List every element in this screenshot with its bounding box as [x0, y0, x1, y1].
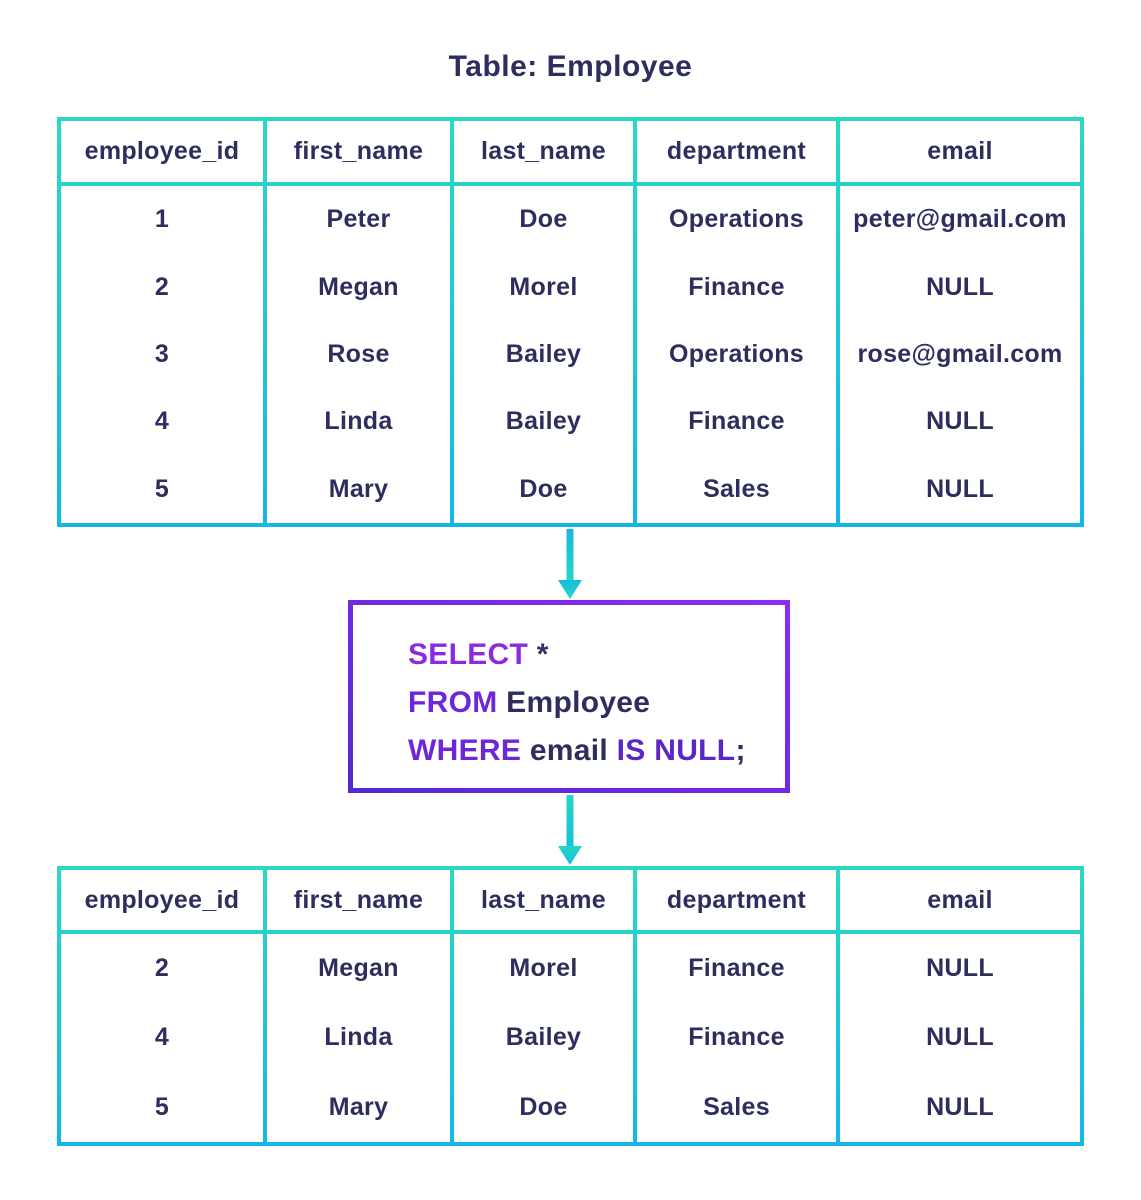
table-cell: 1 — [61, 186, 263, 254]
table-cell: 2 — [61, 934, 263, 1004]
header-cell: employee_id — [61, 870, 263, 930]
table-cell: Finance — [637, 388, 836, 456]
table-cell: Finance — [637, 934, 836, 1004]
table-cell: NULL — [840, 1072, 1080, 1142]
table-cell: NULL — [840, 934, 1080, 1004]
table-cell: Doe — [454, 1072, 633, 1142]
table-cell: Morel — [454, 253, 633, 321]
header-cell: first_name — [267, 121, 450, 182]
table-cell: rose@gmail.com — [840, 320, 1080, 389]
header-cell: department — [637, 870, 836, 930]
table-cell: 4 — [61, 1003, 263, 1073]
table-cell: Rose — [267, 320, 450, 389]
sql-line: WHERE email IS NULL; — [408, 727, 785, 775]
sql-token: WHERE — [408, 734, 530, 767]
table-cell: 5 — [61, 1072, 263, 1142]
header-cell: last_name — [454, 121, 633, 182]
table-cell: Megan — [267, 253, 450, 321]
table-cell: Operations — [637, 320, 836, 389]
header-cell: first_name — [267, 870, 450, 930]
sql-token: FROM — [408, 686, 507, 719]
table-cell: Bailey — [454, 1003, 633, 1073]
down-arrow-icon — [558, 795, 582, 865]
header-cell: email — [840, 870, 1080, 930]
table-cell: NULL — [840, 455, 1080, 523]
table-cell: Morel — [454, 934, 633, 1004]
sql-token: Employee — [506, 686, 651, 719]
sql-token: SELECT — [408, 638, 537, 671]
table-cell: 4 — [61, 388, 263, 456]
table-cell: Megan — [267, 934, 450, 1004]
sql-token: * — [536, 638, 549, 671]
table-cell: Mary — [267, 1072, 450, 1142]
table-cell: Operations — [637, 186, 836, 254]
table-cell: Doe — [454, 455, 633, 523]
table-cell: Sales — [637, 455, 836, 523]
table-cell: Sales — [637, 1072, 836, 1142]
header-cell: employee_id — [61, 121, 263, 182]
sql-token: ; — [735, 734, 746, 767]
table-cell: NULL — [840, 388, 1080, 456]
table-cell: Bailey — [454, 320, 633, 389]
sql-token: IS NULL — [616, 734, 736, 767]
table-cell: 2 — [61, 253, 263, 321]
sql-token: email — [529, 734, 617, 767]
table-cell: Mary — [267, 455, 450, 523]
table-cell: peter@gmail.com — [840, 186, 1080, 254]
table-cell: NULL — [840, 253, 1080, 321]
table-cell: NULL — [840, 1003, 1080, 1073]
table-cell: Linda — [267, 1003, 450, 1073]
table-cell: Peter — [267, 186, 450, 254]
table-cell: Finance — [637, 253, 836, 321]
header-cell: department — [637, 121, 836, 182]
table-cell: Linda — [267, 388, 450, 456]
down-arrow-icon — [558, 529, 582, 599]
table-cell: Doe — [454, 186, 633, 254]
diagram-title: Table: Employee — [448, 50, 693, 83]
table-cell: Bailey — [454, 388, 633, 456]
table-cell: Finance — [637, 1003, 836, 1073]
header-cell: last_name — [454, 870, 633, 930]
header-cell: email — [840, 121, 1080, 182]
table-cell: 3 — [61, 320, 263, 389]
sql-line: FROM Employee — [408, 679, 785, 727]
table-cell: 5 — [61, 455, 263, 523]
sql-line: SELECT * — [408, 631, 785, 679]
